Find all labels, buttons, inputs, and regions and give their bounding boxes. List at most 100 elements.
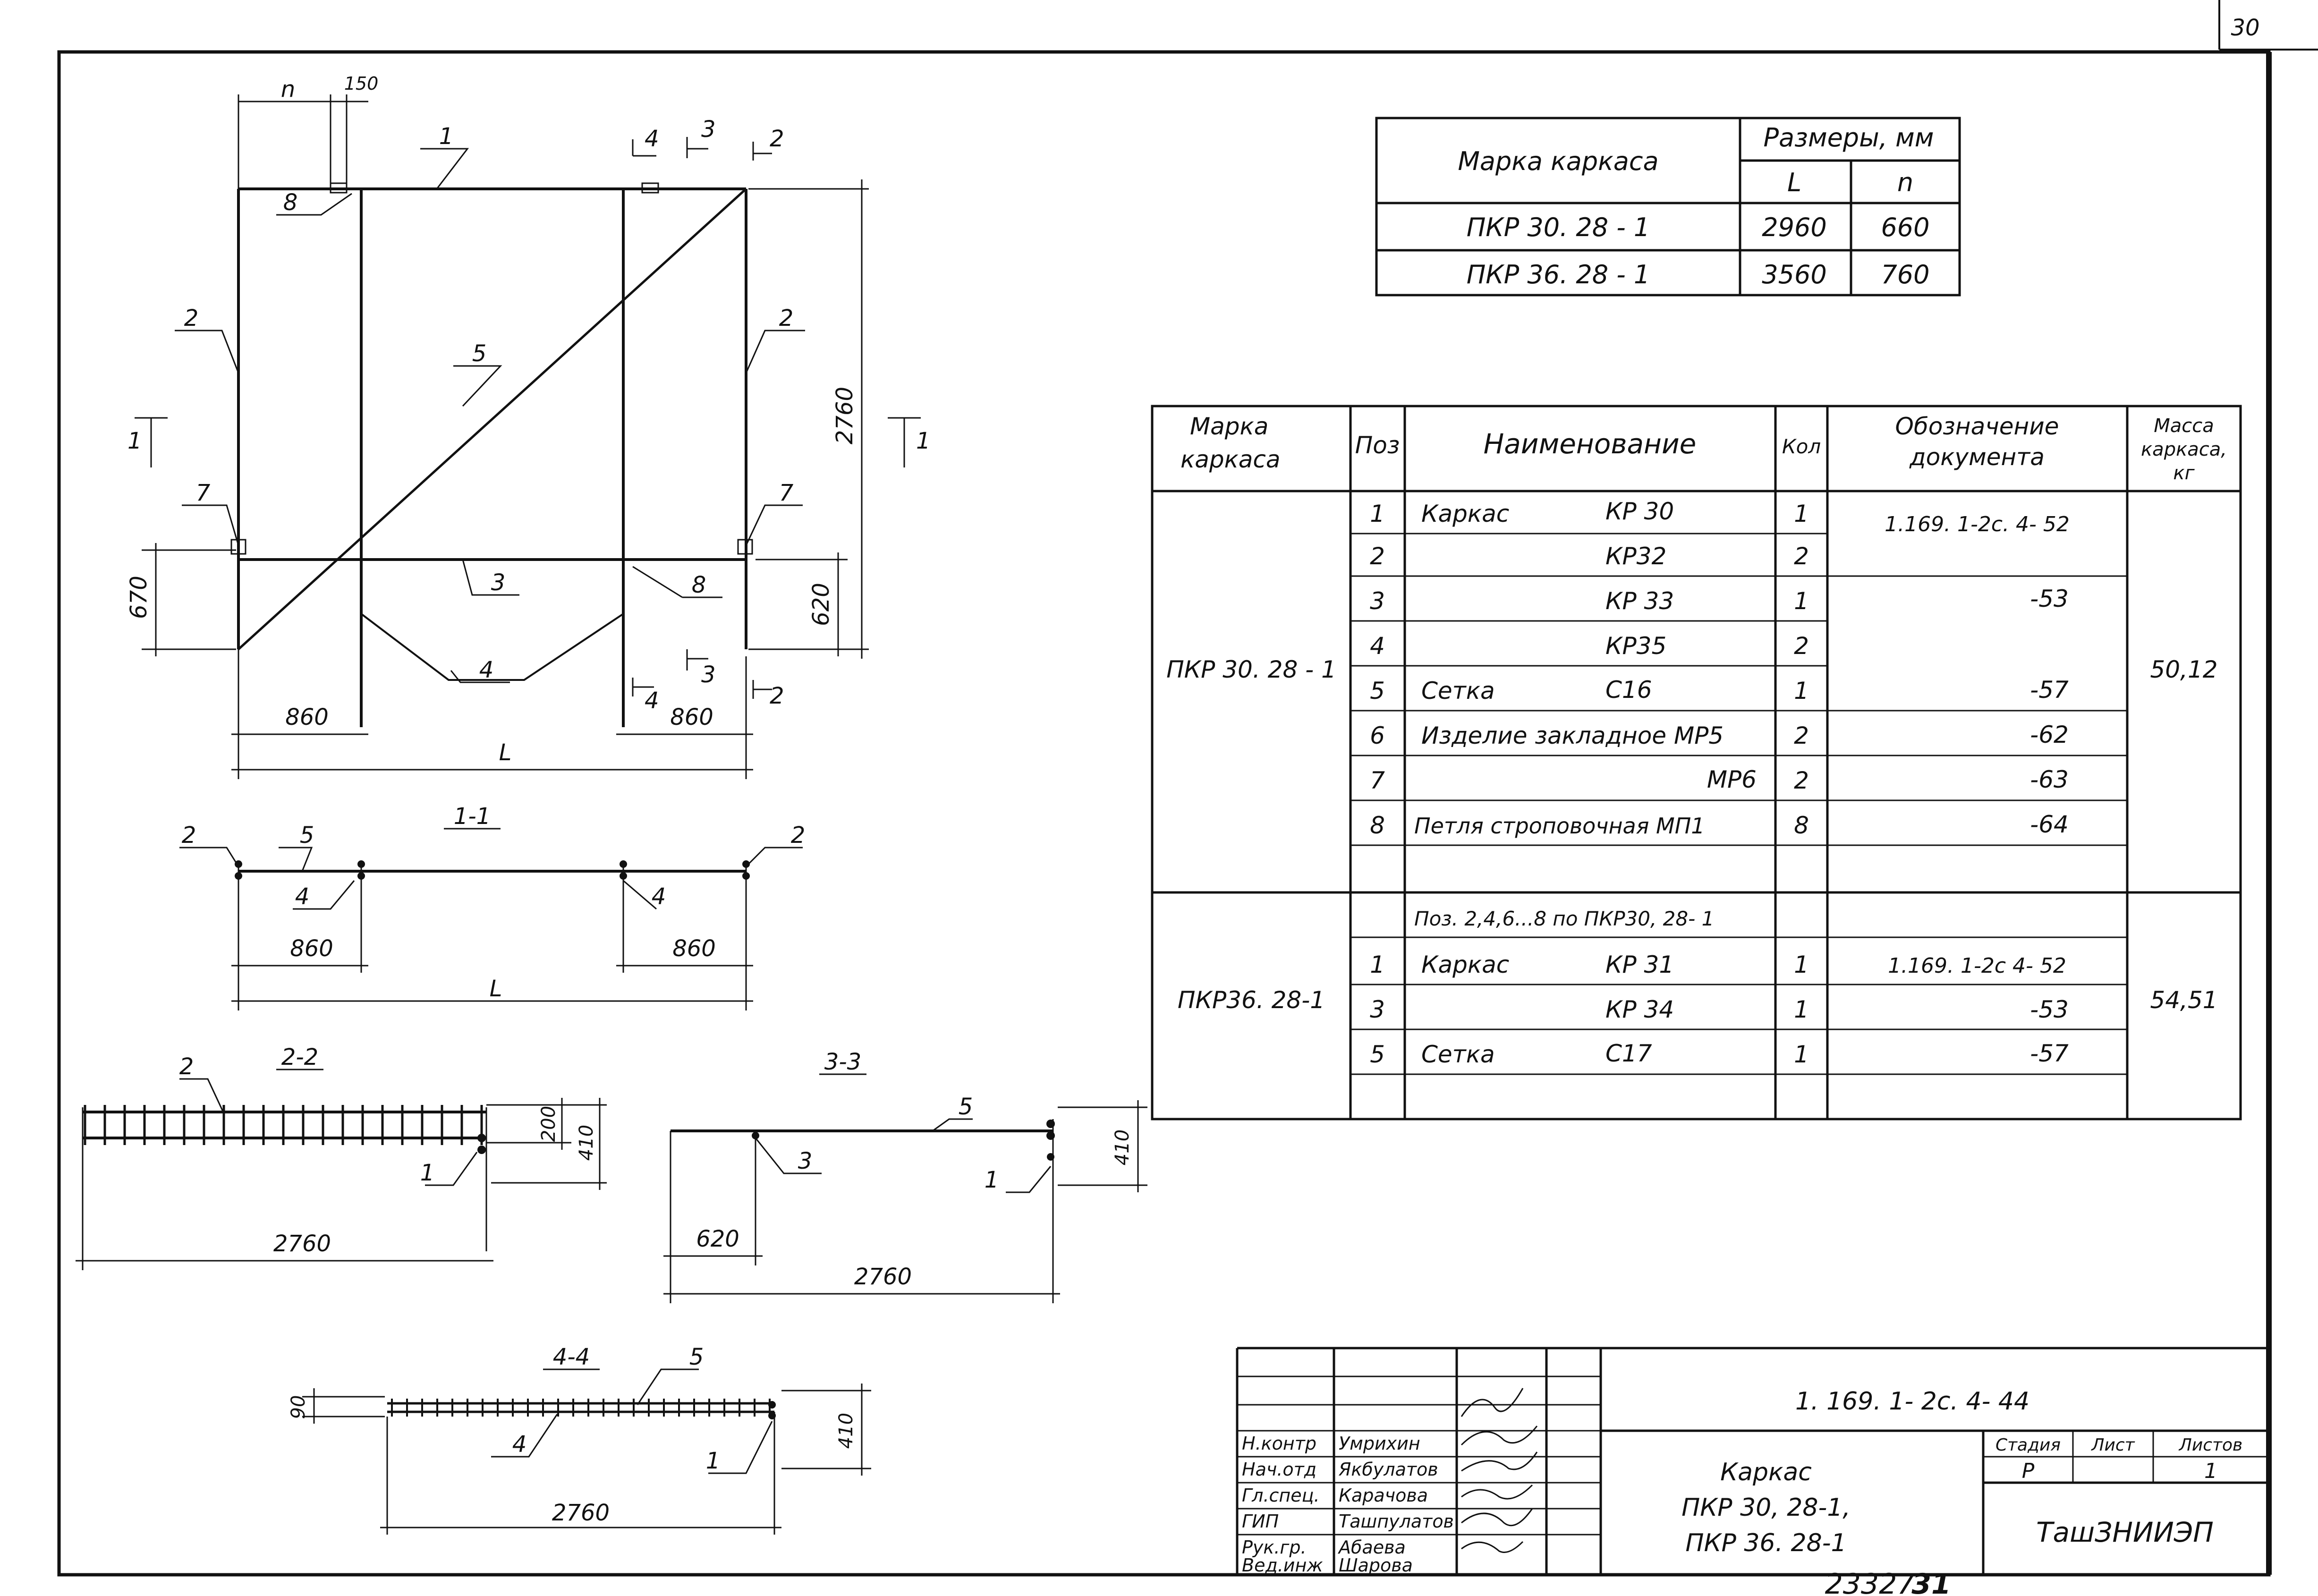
s11-callout-4-right: 4 — [652, 883, 666, 910]
spec-g1-r7-pos: 7 — [1370, 767, 1385, 794]
dim-L: L — [499, 739, 512, 766]
s11-dim-860-left: 860 — [290, 935, 333, 962]
spec-header-mark-1: Марка — [1190, 413, 1268, 440]
tb-sheets-value: 1 — [2204, 1459, 2217, 1483]
s44-dim-2760: 2760 — [552, 1500, 610, 1526]
spec-g1-r6-doc: -62 — [2030, 721, 2069, 748]
s11-callout-2-right: 2 — [791, 822, 806, 849]
s33-dim-620: 620 — [696, 1226, 739, 1252]
s11-dim-860-right: 860 — [672, 935, 716, 962]
spec-g1-r3-item: КР 33 — [1605, 587, 1674, 615]
tb-stage-value: Р — [2022, 1459, 2035, 1483]
spec-g1-r8-qty: 8 — [1794, 812, 1809, 839]
dim-2760: 2760 — [832, 387, 858, 444]
spec-g1-r7-doc: -63 — [2030, 766, 2069, 793]
spec-g2-r1-qty: 1 — [1794, 951, 1809, 978]
spec-g1-r8-name: Петля строповочная МП1 — [1414, 813, 1705, 839]
s11-callout-2-left: 2 — [182, 822, 196, 849]
callout-2-left: 2 — [184, 305, 199, 331]
s44-callout-4: 4 — [512, 1431, 527, 1458]
spec-g1-r7-qty: 2 — [1794, 767, 1809, 794]
section-mark-2-bottom: 2 — [770, 683, 784, 709]
spec-g2-r2-pos: 3 — [1370, 996, 1385, 1023]
sizes-table: Марка каркаса Размеры, мм L n ПКР 30. 28… — [1375, 117, 1961, 297]
tb-title-3: ПКР 36. 28-1 — [1685, 1529, 1846, 1557]
sizes-header-mark: Марка каркаса — [1458, 146, 1658, 176]
spec-g2-r3-qty: 1 — [1794, 1041, 1809, 1068]
page-number: 30 — [2231, 15, 2259, 41]
spec-g1-r4-item: КР35 — [1605, 632, 1666, 660]
section-2-2: 2-2 2 1 200 410 2760 — [76, 1044, 607, 1270]
section-mark-1-right: 1 — [916, 428, 931, 454]
sizes-row-2-n: 760 — [1881, 260, 1929, 289]
tb-sheets-header: Листов — [2178, 1435, 2242, 1455]
s33-dim-410: 410 — [1112, 1129, 1133, 1165]
sizes-row-2-mark: ПКР 36. 28 - 1 — [1467, 260, 1650, 289]
s22-dim-2760: 2760 — [273, 1231, 331, 1257]
spec-group-2-mark: ПКР36. 28-1 — [1178, 986, 1325, 1014]
dim-n: n — [281, 76, 295, 102]
section-3-3: 3-3 5 3 1 410 620 2760 — [663, 1049, 1147, 1303]
signatures — [1460, 1388, 1538, 1553]
tb-role-3: Гл.спец. — [1242, 1485, 1320, 1506]
dim-860-right: 860 — [670, 704, 713, 730]
section-mark-2-top: 2 — [770, 126, 784, 152]
title-block: Н.контр Умрихин Нач.отд Якбулатов Гл.спе… — [1236, 1347, 2269, 1576]
section-3-3-title: 3-3 — [824, 1049, 861, 1075]
spec-g1-r6-pos: 6 — [1370, 722, 1385, 749]
spec-g2-r3-name: Сетка — [1421, 1041, 1495, 1068]
s33-dim-2760: 2760 — [854, 1264, 912, 1290]
spec-g2-r2-qty: 1 — [1794, 996, 1809, 1023]
spec-g2-r2-doc: -53 — [2030, 996, 2069, 1023]
callout-8-top: 8 — [283, 189, 298, 216]
s11-dim-L: L — [490, 976, 502, 1002]
section-1-1-title: 1-1 — [454, 803, 491, 830]
spec-g1-r7-item: МР6 — [1707, 766, 1757, 793]
footer-stamp: 23327 — [1825, 1568, 1915, 1596]
tb-name-2: Якбулатов — [1338, 1459, 1438, 1480]
sizes-col-n: n — [1897, 168, 1913, 197]
section-2-2-title: 2-2 — [281, 1044, 318, 1070]
callout-4: 4 — [479, 657, 494, 683]
tb-title-2: ПКР 30, 28-1, — [1681, 1494, 1851, 1522]
spec-header-pos: Поз — [1355, 432, 1400, 459]
s33-callout-1: 1 — [985, 1167, 999, 1193]
sizes-row-2-L: 3560 — [1762, 260, 1826, 289]
section-mark-1-left: 1 — [127, 428, 142, 454]
spec-g1-r2-qty: 2 — [1794, 543, 1809, 570]
s33-callout-3: 3 — [798, 1148, 813, 1174]
s22-callout-2: 2 — [179, 1053, 194, 1080]
tb-name-6: Шарова — [1339, 1555, 1413, 1576]
spec-g2-r2-item: КР 34 — [1605, 996, 1674, 1023]
spec-g2-r3-item: С17 — [1605, 1040, 1652, 1067]
spec-g2-r1-doc: 1.169. 1-2с 4- 52 — [1888, 954, 2066, 978]
dim-670: 670 — [126, 576, 152, 619]
tb-name-3: Карачова — [1339, 1485, 1428, 1506]
s44-dim-410: 410 — [835, 1413, 857, 1449]
spec-g1-r5-pos: 5 — [1370, 677, 1385, 705]
tb-stage-header: Стадия — [1995, 1435, 2061, 1455]
spec-group-1-mass: 50,12 — [2150, 656, 2217, 683]
sizes-header-sizes: Размеры, мм — [1763, 123, 1934, 153]
spec-g1-r5-doc: -57 — [2030, 676, 2069, 704]
callout-2-right: 2 — [779, 305, 794, 331]
section-4-4: 4-4 5 4 1 90 410 2760 — [288, 1344, 871, 1535]
tb-role-1: Н.контр — [1242, 1433, 1316, 1454]
tb-org: ТашЗНИИЭП — [2036, 1516, 2214, 1548]
callout-5: 5 — [472, 340, 487, 367]
spec-g1-r6-name: Изделие закладное МР5 — [1421, 722, 1724, 749]
spec-header-mass-2: каркаса, — [2141, 439, 2227, 460]
section-mark-4-top: 4 — [645, 126, 659, 152]
spec-g1-r5-item: С16 — [1605, 676, 1652, 704]
callout-7-left: 7 — [196, 480, 211, 506]
spec-g1-r5-qty: 1 — [1794, 677, 1809, 705]
tb-doc-code: 1. 169. 1- 2с. 4- 44 — [1795, 1387, 2029, 1416]
sizes-row-1-n: 660 — [1881, 212, 1929, 242]
spec-header-mass-1: Масса — [2154, 415, 2214, 437]
spec-group-2-note: Поз. 2,4,6...8 по ПКР30, 28- 1 — [1414, 907, 1714, 930]
main-view: n 150 2760 670 620 860 860 L 1 2 2 3 4 5… — [126, 73, 931, 779]
s22-dim-410: 410 — [576, 1125, 597, 1161]
s11-callout-5: 5 — [300, 822, 314, 849]
s44-callout-1: 1 — [706, 1448, 721, 1474]
